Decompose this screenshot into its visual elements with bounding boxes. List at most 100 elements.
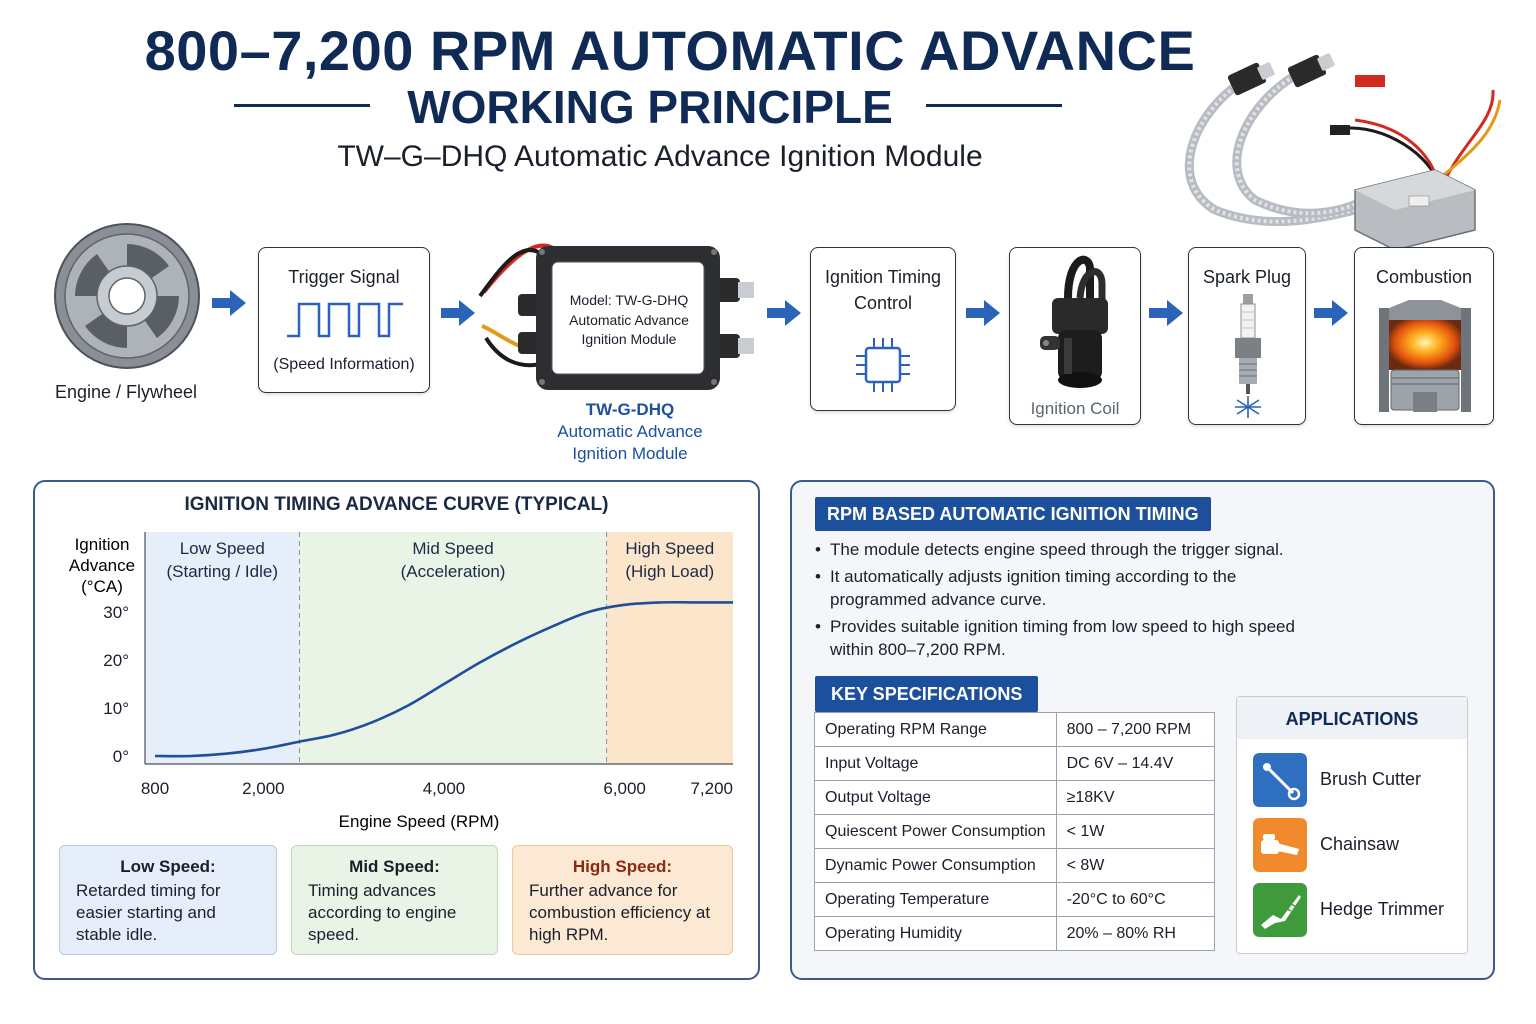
- advance-curve-line: [154, 600, 733, 758]
- advance-curve-chart: 0° 10° 20° 30° 800 2,000 4,000 6,000 7,200 Low …: [69, 532, 733, 831]
- brush-cutter-icon: [1253, 753, 1307, 807]
- list-item: Brush Cutter: [1253, 753, 1467, 807]
- region-label: Mid Speed: [412, 539, 493, 558]
- flywheel-icon: [54, 223, 200, 369]
- spec-value: 800 – 7,200 RPM: [1055, 712, 1216, 747]
- hedge-trimmer-icon: [1253, 883, 1307, 937]
- note-high-heading: High Speed:: [572, 857, 673, 876]
- applications-box: APPLICATIONS Brush Cutter Chainsaw Hedge…: [1236, 696, 1468, 954]
- y-tick-label: 20°: [103, 651, 129, 670]
- table-row: Quiescent Power Consumption< 1W: [814, 814, 1216, 849]
- x-tick-label: 6,000: [603, 779, 646, 798]
- app-label: Hedge Trimmer: [1320, 899, 1445, 919]
- module-caption-line2: Automatic Advance: [557, 422, 703, 441]
- ignition-module-icon: [478, 243, 754, 390]
- spec-name: Operating RPM Range: [814, 712, 1057, 747]
- flow-arrow-2: [441, 300, 475, 326]
- module-caption-line3: Ignition Module: [572, 444, 688, 463]
- page-title: 800–7,200 RPM AUTOMATIC ADVANCE: [144, 19, 1196, 82]
- rpm-bullet-list: The module detects engine speed through …: [815, 538, 1335, 665]
- spec-value: -20°C to 60°C: [1055, 882, 1216, 917]
- chip-icon: [856, 338, 910, 392]
- ignition-timing-box: Ignition Timing Control: [810, 247, 956, 411]
- y-tick-label: 30°: [103, 603, 129, 622]
- x-axis-label: Engine Speed (RPM): [339, 812, 500, 831]
- spark-plug-title: Spark Plug: [1202, 267, 1292, 287]
- square-wave-icon: [287, 302, 403, 338]
- region-label: High Speed: [625, 539, 714, 558]
- note-mid-heading: Mid Speed:: [349, 857, 440, 876]
- flow-arrow-5: [1149, 300, 1183, 326]
- spec-value: 20% – 80% RH: [1055, 916, 1216, 951]
- page-title-line2: WORKING PRINCIPLE: [407, 81, 893, 133]
- y-tick-label: 0°: [113, 747, 129, 766]
- table-row: Output Voltage≥18KV: [814, 780, 1216, 815]
- trigger-signal-caption: (Speed Information): [273, 356, 415, 373]
- list-item: Hedge Trimmer: [1253, 883, 1467, 937]
- flow-arrow-6: [1314, 300, 1348, 326]
- spec-name: Operating Humidity: [814, 916, 1057, 951]
- ignition-timing-title-2: Control: [853, 293, 913, 313]
- note-mid-text: Timing advances according to engine spee…: [308, 881, 457, 944]
- x-tick-label: 800: [141, 779, 169, 798]
- chart-title: IGNITION TIMING ADVANCE CURVE (TYPICAL): [184, 494, 609, 515]
- ignition-coil-icon: [1040, 255, 1108, 388]
- ignition-coil-caption: Ignition Coil: [1030, 399, 1120, 418]
- page-subtitle: TW–G–DHQ Automatic Advance Ignition Modu…: [337, 140, 983, 173]
- app-label: Chainsaw: [1320, 834, 1400, 854]
- rpm-bullet: It automatically adjusts ignition timing…: [815, 565, 1335, 612]
- module-caption-line1: TW-G-DHQ: [585, 400, 675, 419]
- region-sublabel: (Starting / Idle): [167, 562, 279, 581]
- trigger-signal-title: Trigger Signal: [288, 267, 400, 287]
- note-low-speed: Low Speed: Retarded timing for easier st…: [59, 845, 277, 955]
- spec-name: Dynamic Power Consumption: [814, 848, 1057, 883]
- combustion-title: Combustion: [1375, 267, 1473, 287]
- x-tick-label: 2,000: [242, 779, 285, 798]
- y-axis-label-2: Advance: [69, 556, 135, 575]
- spec-value: < 8W: [1055, 848, 1216, 883]
- x-tick-label: 7,200: [690, 779, 733, 798]
- spark-plug-box: Spark Plug: [1188, 247, 1306, 425]
- speed-region: [299, 532, 607, 764]
- applications-heading: APPLICATIONS: [1237, 697, 1467, 739]
- table-row: Operating Temperature-20°C to 60°C: [814, 882, 1216, 917]
- title-rule-left: [234, 104, 370, 107]
- app-label: Brush Cutter: [1320, 769, 1422, 789]
- y-tick-label: 10°: [103, 699, 129, 718]
- list-item: Chainsaw: [1253, 818, 1467, 872]
- region-label: Low Speed: [180, 539, 265, 558]
- module-label-line1: Model: TW-G-DHQ: [569, 292, 689, 308]
- flow-arrow-4: [966, 300, 1000, 326]
- combustion-icon: [1379, 300, 1471, 412]
- rpm-bullet: Provides suitable ignition timing from l…: [815, 615, 1335, 662]
- spec-value: < 1W: [1055, 814, 1216, 849]
- spark-plug-icon: [1235, 294, 1261, 418]
- ignition-coil-box: Ignition Coil: [1009, 247, 1141, 425]
- module-label-line3: Ignition Module: [581, 331, 677, 347]
- table-row: Dynamic Power Consumption< 8W: [814, 848, 1216, 883]
- flow-arrow-3: [767, 300, 801, 326]
- region-sublabel: (Acceleration): [401, 562, 506, 581]
- spec-name: Input Voltage: [814, 746, 1057, 781]
- x-tick-label: 4,000: [423, 779, 466, 798]
- module-harness-image: [1184, 53, 1502, 250]
- spec-name: Output Voltage: [814, 780, 1057, 815]
- ignition-timing-title-1: Ignition Timing: [824, 267, 942, 287]
- spec-name: Operating Temperature: [814, 882, 1057, 917]
- module-label-line2: Automatic Advance: [569, 312, 689, 328]
- note-low-text: Retarded timing for easier starting and …: [76, 881, 221, 944]
- trigger-signal-box: Trigger Signal (Speed Information): [258, 247, 430, 393]
- chainsaw-icon: [1253, 818, 1307, 872]
- spec-name: Quiescent Power Consumption: [814, 814, 1057, 849]
- flywheel-label: Engine / Flywheel: [54, 382, 198, 402]
- flow-arrow-1: [212, 290, 246, 316]
- spec-value: ≥18KV: [1055, 780, 1216, 815]
- note-high-text: Further advance for combustion efficienc…: [529, 881, 711, 944]
- y-axis-label-3: (°CA): [81, 577, 123, 596]
- speed-region: [145, 532, 300, 764]
- note-low-heading: Low Speed:: [120, 857, 216, 876]
